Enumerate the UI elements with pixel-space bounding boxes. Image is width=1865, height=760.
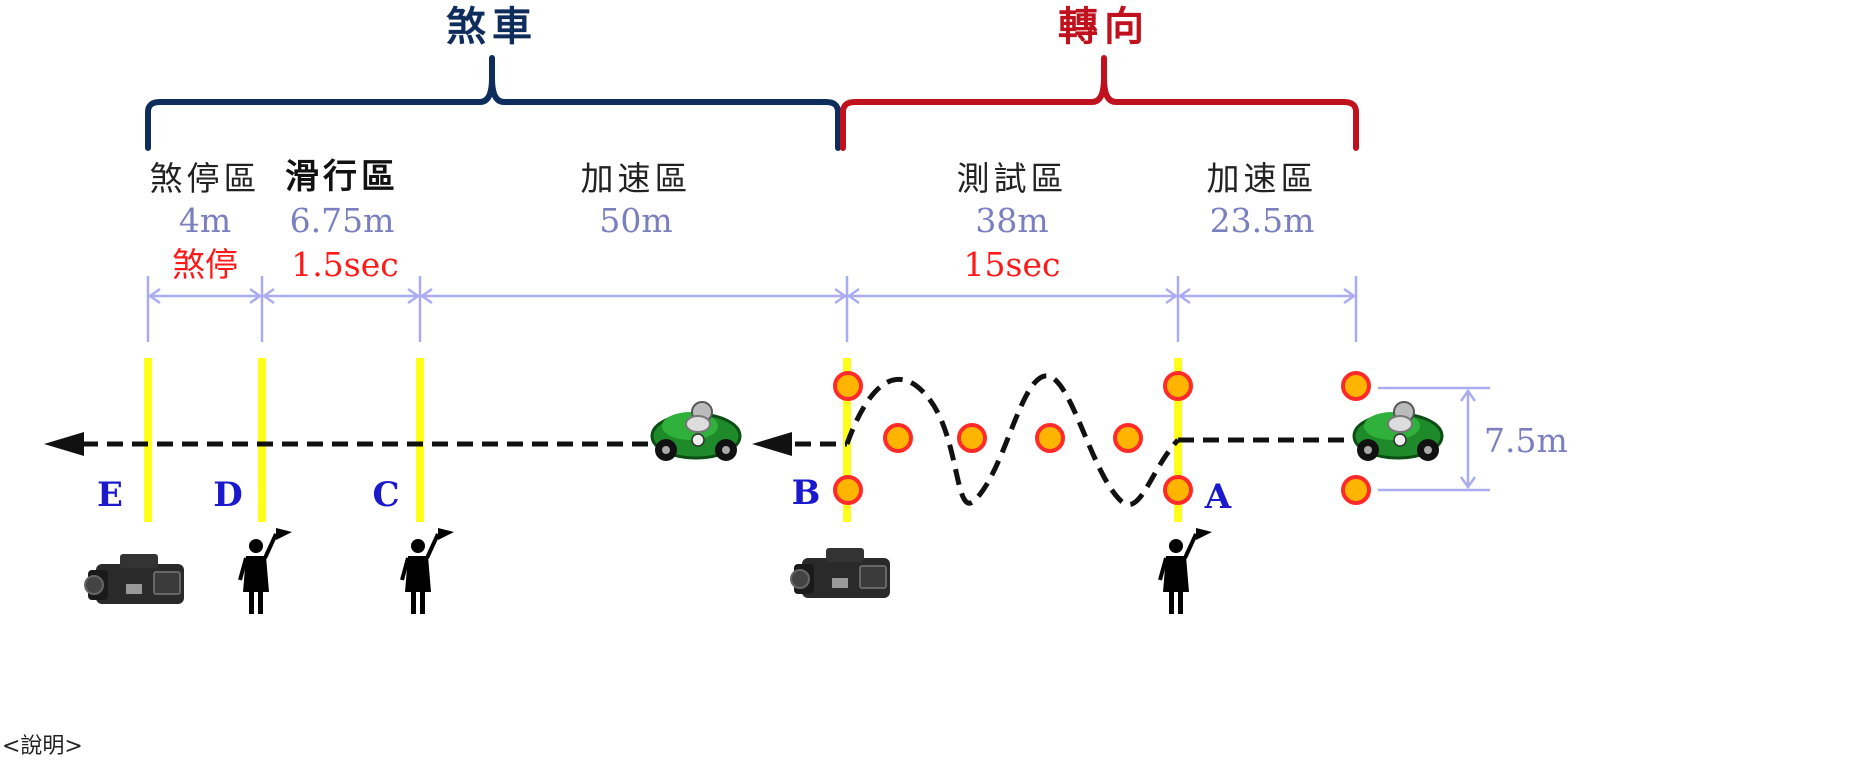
cone-2	[957, 423, 987, 453]
path-arrowhead-mid	[752, 432, 792, 456]
accel-brake-zone-distance: 50m	[599, 201, 672, 240]
point-e-label: E	[97, 475, 123, 515]
cone-4	[1113, 423, 1143, 453]
test-zone-note: 15sec	[964, 245, 1061, 284]
point-b-label: B	[792, 473, 821, 513]
coast-zone-distance: 6.75m	[290, 201, 395, 240]
test-zone-distance: 38m	[975, 201, 1048, 240]
cone-start-top	[1341, 371, 1371, 401]
point-a-label: A	[1204, 477, 1232, 517]
car-icon-brake	[650, 400, 742, 463]
coast-zone-name: 滑行區	[285, 157, 399, 197]
camera-icon-e	[84, 553, 185, 605]
brake-bracket	[145, 55, 841, 151]
camera-icon-b	[790, 547, 891, 599]
cone-a-top	[1163, 371, 1193, 401]
accel-steer-zone-distance: 23.5m	[1210, 201, 1315, 240]
cone-3	[1035, 423, 1065, 453]
steer-heading: 轉向	[1058, 3, 1150, 50]
gate-d	[258, 358, 266, 522]
test-zone-name: 測試區	[957, 159, 1068, 198]
car-icon-start	[1352, 400, 1444, 463]
cone-a-bottom	[1163, 475, 1193, 505]
width-label: 7.5m	[1484, 421, 1568, 460]
stop-zone-name: 煞停區	[150, 159, 261, 198]
cone-start-bottom	[1341, 475, 1371, 505]
footer-note: <說明>	[2, 734, 83, 759]
brake-heading: 煞車	[446, 3, 538, 50]
stop-zone-distance: 4m	[179, 201, 231, 240]
accel-steer-zone-name: 加速區	[1207, 159, 1318, 198]
path-arrowhead-left	[44, 432, 84, 456]
steer-bracket	[840, 55, 1359, 151]
dimension-line	[146, 276, 1358, 342]
gate-c	[416, 358, 424, 522]
coast-zone-note: 1.5sec	[291, 245, 398, 284]
cone-b-top	[833, 371, 863, 401]
stop-zone-note: 煞停	[172, 245, 238, 284]
cone-b-bottom	[833, 475, 863, 505]
point-c-label: C	[372, 475, 399, 515]
accel-brake-zone-name: 加速區	[581, 159, 692, 198]
gate-e	[144, 358, 152, 522]
point-d-label: D	[213, 475, 242, 515]
flagman-icon-a	[1158, 526, 1214, 616]
width-dimension	[1378, 386, 1490, 492]
flagman-icon-d	[238, 526, 294, 616]
travel-path	[82, 373, 1350, 507]
flagman-icon-c	[400, 526, 456, 616]
cone-1	[883, 423, 913, 453]
